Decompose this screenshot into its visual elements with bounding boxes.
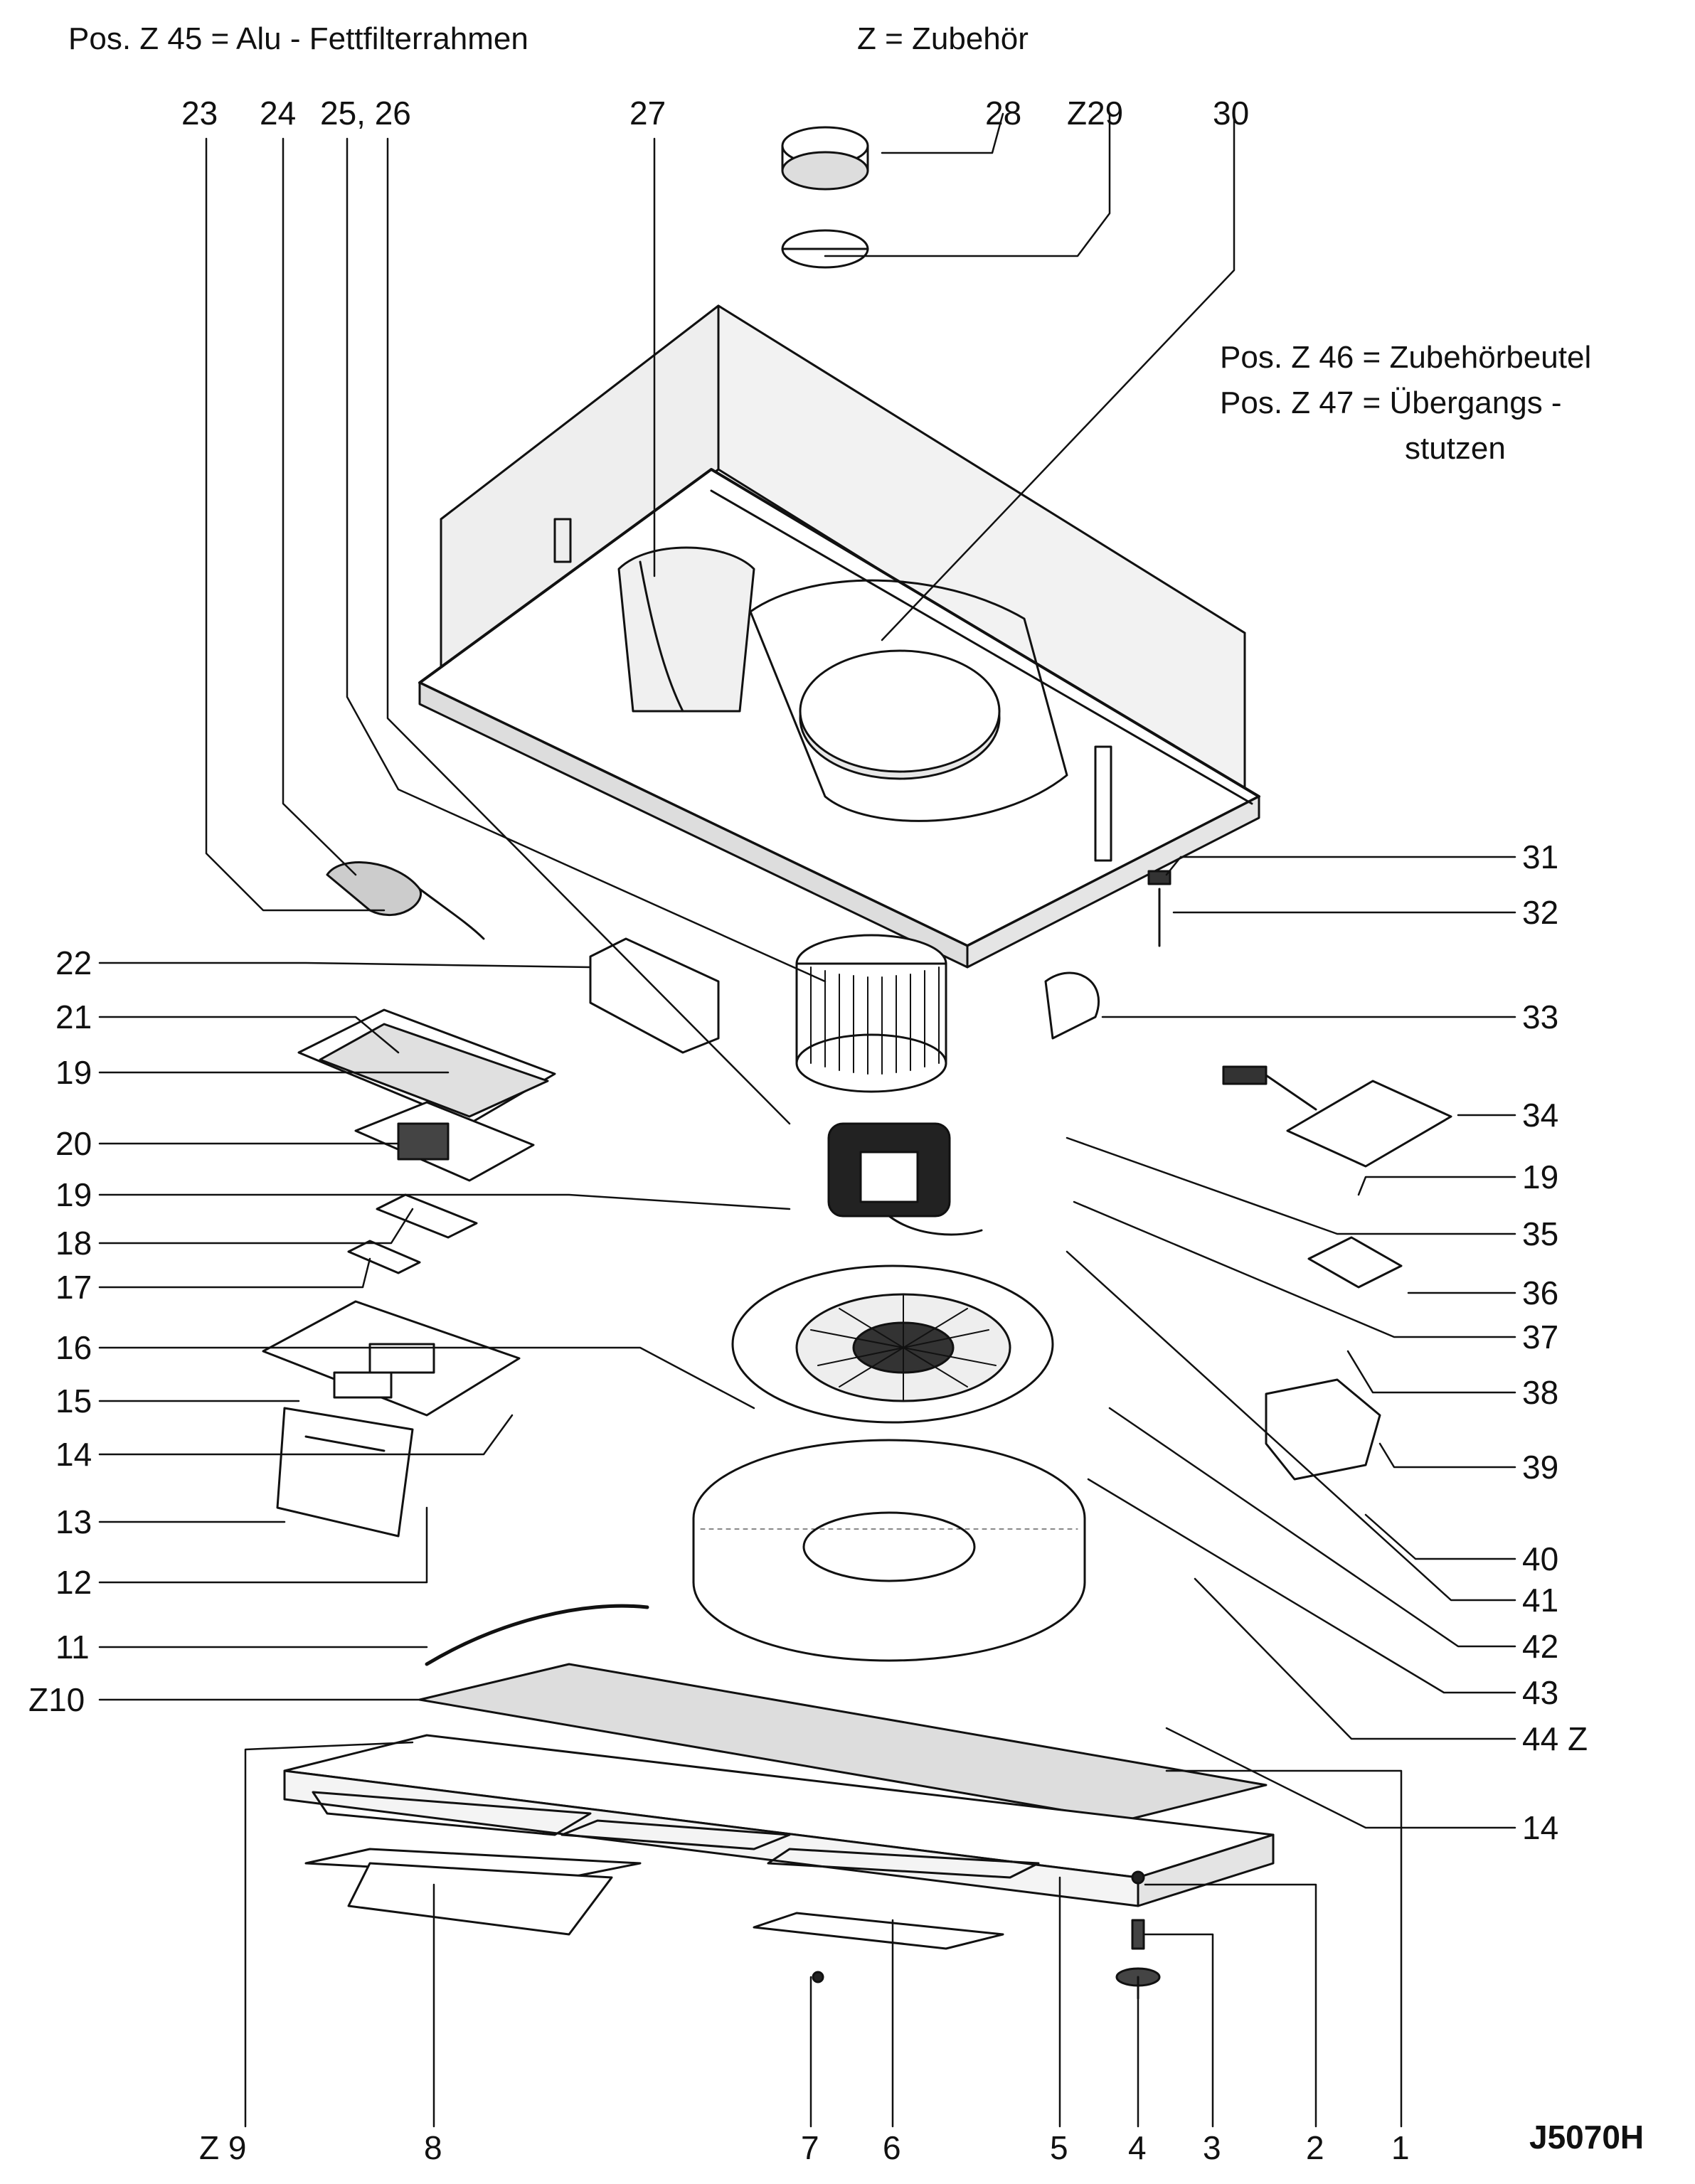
fan-wheel [795,934,947,1093]
fan-motor [827,1122,983,1236]
label-23: 23 [181,95,218,132]
bottom-panel [283,1734,1275,1907]
label-5: 5 [1050,2129,1068,2166]
note-z47: Pos. Z 47 = Übergangs - [1220,385,1562,420]
left-labels: 22 21 19 20 19 18 17 16 15 14 13 12 11 Z… [28,944,92,1718]
label-2: 2 [1306,2129,1324,2166]
label-22: 22 [55,944,92,981]
label-7: 7 [801,2129,819,2166]
label-3: 3 [1203,2129,1221,2166]
label-21: 21 [55,998,92,1035]
label-16: 16 [55,1329,92,1366]
note-z45: Pos. Z 45 = Alu - Fettfilterrahmen [68,21,528,56]
label-34: 34 [1522,1097,1558,1134]
label-13: 13 [55,1503,92,1540]
cable-clamp-33 [1044,971,1100,1040]
screw-7 [812,1971,824,1983]
label-18: 18 [55,1225,92,1262]
light-cover-6 [753,1912,1004,1950]
hood-housing [418,304,1260,969]
label-35: 35 [1522,1215,1558,1252]
label-15: 15 [55,1383,92,1419]
label-20: 20 [55,1125,92,1162]
light-cover-8 [304,1848,642,1936]
switch-36 [1307,1236,1403,1289]
label-14-left: 14 [55,1436,92,1473]
screw-32 [1147,870,1171,947]
label-19-a: 19 [55,1054,92,1091]
label-40: 40 [1522,1540,1558,1577]
bracket-22 [589,937,720,1054]
label-31: 31 [1522,838,1558,875]
label-39: 39 [1522,1449,1558,1486]
knob-4 [1115,1967,1161,2000]
switch-plate-20 [354,1101,535,1182]
note-accessory: Z = Zubehör [857,21,1029,56]
push-button-17 [347,1240,421,1274]
label-28: 28 [985,95,1021,132]
capacitor-39 [1265,1378,1381,1481]
label-z10: Z10 [28,1681,85,1718]
label-8: 8 [424,2129,442,2166]
label-38: 38 [1522,1374,1558,1411]
label-42: 42 [1522,1628,1558,1665]
label-30: 30 [1213,95,1249,132]
grease-filter-frame [418,1663,1268,1822]
right-labels: 31 32 33 34 19 35 36 37 38 39 40 41 42 4… [1522,838,1588,1846]
spring-3 [1131,1919,1145,1950]
lamp-housing-21 [297,1008,556,1125]
lamp-cover-13 [276,1407,414,1538]
label-z29: Z29 [1067,95,1123,132]
label-25-26: 25, 26 [320,95,411,132]
label-4: 4 [1128,2129,1147,2166]
top-labels: 23 24 25, 26 27 28 Z29 30 [181,95,1249,132]
label-27: 27 [629,95,666,132]
note-z47-continued: stutzen [1405,431,1506,466]
push-button-18 [376,1193,478,1239]
label-6: 6 [883,2129,901,2166]
label-43: 43 [1522,1674,1558,1711]
label-14-right: 14 [1522,1809,1558,1846]
label-36: 36 [1522,1274,1558,1311]
label-41: 41 [1522,1582,1558,1619]
label-17: 17 [55,1269,92,1306]
label-12: 12 [55,1564,92,1601]
label-19-right: 19 [1522,1158,1558,1195]
note-z46: Pos. Z 46 = Zubehörbeutel [1220,340,1592,375]
control-panel-15 [262,1300,521,1417]
label-33: 33 [1522,998,1558,1035]
carbon-filter [692,1439,1086,1662]
label-24: 24 [260,95,296,132]
bottom-labels: Z 9 8 7 6 5 4 3 2 1 [199,2129,1410,2166]
label-11: 11 [55,1629,90,1666]
label-37: 37 [1522,1319,1558,1355]
label-z9: Z 9 [199,2129,246,2166]
label-32: 32 [1522,894,1558,931]
mains-cable [326,861,485,940]
label-19-b: 19 [55,1176,92,1213]
wire-11 [425,1604,649,1666]
connector-board-34 [1222,1065,1452,1168]
fan-housing-plate [731,1264,1054,1424]
label-44z: 44 Z [1522,1720,1588,1757]
drawing-code: J5070H [1529,2119,1644,2156]
screw-2 [1131,1870,1145,1885]
leader-lines [98,112,1516,2128]
label-1: 1 [1391,2129,1410,2166]
connection-ring [781,126,869,191]
backflow-flap [781,229,869,269]
